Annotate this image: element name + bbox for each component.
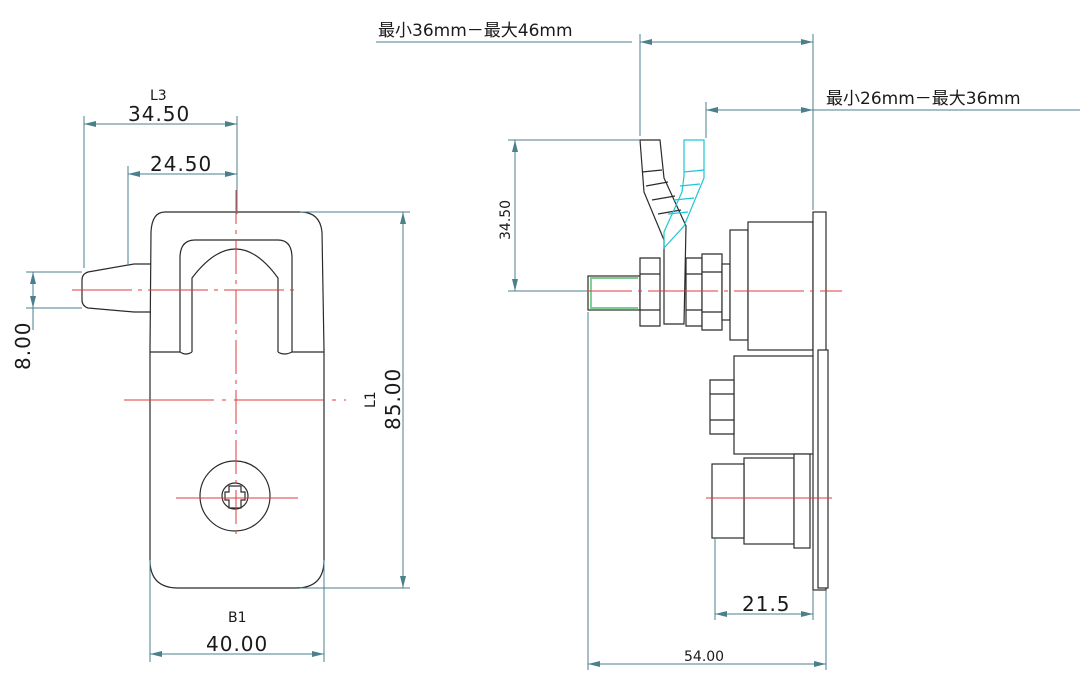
housing-neck [729, 229, 749, 341]
lock-cylinder-body [743, 457, 795, 545]
key-cylinder-inner [221, 482, 249, 510]
washer [721, 263, 731, 321]
nut-right-a [685, 257, 703, 327]
overall-depth-value: 54.00 [684, 649, 724, 665]
cam-arm-alt [663, 139, 705, 250]
front-view [72, 190, 346, 589]
l3-tag: L3 [150, 88, 167, 104]
hex-bolt [709, 379, 735, 435]
side-view [562, 139, 842, 591]
housing-middle [733, 355, 815, 455]
front-dimensions [26, 116, 410, 662]
housing-upper [747, 221, 814, 351]
b1-tag: B1 [228, 610, 247, 626]
front-body-outline [149, 211, 325, 589]
mounting-plate-back [817, 349, 829, 589]
mount-depth-value: 21.5 [742, 592, 791, 616]
inner-width-value: 24.50 [150, 152, 212, 176]
range-outer-label: 最小36mm－最大46mm [378, 21, 573, 41]
threaded-stud [587, 275, 641, 311]
side-height-value: 34.50 [498, 200, 514, 240]
l1-value: 85.00 [381, 368, 405, 430]
shackle-arch [191, 248, 279, 352]
lock-cylinder-flange [793, 453, 811, 549]
nut-left [639, 257, 661, 327]
b1-value: 40.00 [206, 632, 268, 656]
cam-arm [639, 139, 687, 325]
lock-cylinder-face [711, 463, 745, 539]
shackle-base [150, 351, 324, 355]
side-tab [81, 263, 151, 313]
l3-value: 34.50 [128, 102, 190, 126]
side-dimensions [376, 34, 1080, 670]
range-inner-label: 最小26mm－最大36mm [826, 89, 1021, 109]
tab-height-value: 8.00 [11, 321, 35, 370]
nut-right-b [701, 253, 723, 331]
l1-tag: L1 [363, 391, 379, 408]
key-cylinder-outer [199, 460, 271, 532]
keyway [224, 485, 246, 509]
